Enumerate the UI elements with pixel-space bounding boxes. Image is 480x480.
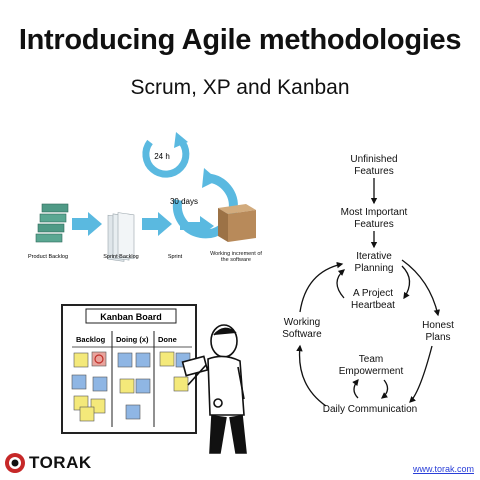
xp-node-working-line2: Software xyxy=(282,329,322,340)
working-increment-label: Working increment of the software xyxy=(210,251,262,263)
website-link[interactable]: www.torak.com xyxy=(412,464,474,474)
torak-logo: TORAK xyxy=(4,450,92,476)
xp-node-unfinished-line2: Features xyxy=(354,166,393,177)
arrow-right-icon xyxy=(142,212,172,236)
xp-node-important-line2: Features xyxy=(354,219,393,230)
xp-node-heartbeat-line2: Heartbeat xyxy=(351,300,395,311)
xp-node-planning-line1: Iterative xyxy=(356,251,392,262)
xp-node-planning-line2: Planning xyxy=(355,263,394,274)
torak-mascot-icon xyxy=(5,453,25,473)
sprint-backlog-label: Sprint Backlog xyxy=(103,254,138,260)
xp-node-empowerment-line1: Team xyxy=(359,354,383,365)
scrum-diagram: 24 h 30 days Product Backlog Sprint Back… xyxy=(28,132,262,263)
kanban-column-doing: Doing (x) xyxy=(116,335,149,344)
page-subtitle: Scrum, XP and Kanban xyxy=(130,76,350,99)
page-title: Introducing Agile methodologies xyxy=(18,24,462,56)
xp-node-daily: Daily Communication xyxy=(323,404,417,415)
xp-node-working-line1: Working xyxy=(284,317,321,328)
kanban-board-title: Kanban Board xyxy=(100,312,162,322)
kanban-column-backlog: Backlog xyxy=(76,335,106,344)
sprint-label: Sprint xyxy=(168,254,183,260)
sprint-cycle-icon xyxy=(142,132,238,239)
xp-node-heartbeat-line1: A Project xyxy=(353,288,393,299)
xp-node-empowerment-line2: Empowerment xyxy=(339,366,404,377)
arrow-right-icon xyxy=(72,212,102,236)
xp-node-honest-line1: Honest xyxy=(422,320,454,331)
sprint-cycle-label: 30 days xyxy=(170,197,198,206)
kanban-illustration: Kanban Board Backlog Doing (x) Done xyxy=(61,304,247,454)
product-backlog-label: Product Backlog xyxy=(28,254,68,260)
logo-wordmark: TORAK xyxy=(29,453,92,472)
daily-cycle-label: 24 h xyxy=(154,152,170,161)
product-backlog-stack-icon xyxy=(35,203,69,243)
person-figure-icon xyxy=(181,324,247,454)
kanban-column-done: Done xyxy=(158,335,177,344)
xp-node-honest-line2: Plans xyxy=(425,332,450,343)
xp-node-important-line1: Most Important xyxy=(341,207,408,218)
working-increment-box-icon xyxy=(218,204,256,242)
xp-node-unfinished-line1: Unfinished xyxy=(350,154,397,165)
sprint-backlog-sheets-icon xyxy=(107,212,135,262)
kanban-cards xyxy=(71,351,191,422)
xp-diagram: Unfinished Features Most Important Featu… xyxy=(282,154,454,415)
